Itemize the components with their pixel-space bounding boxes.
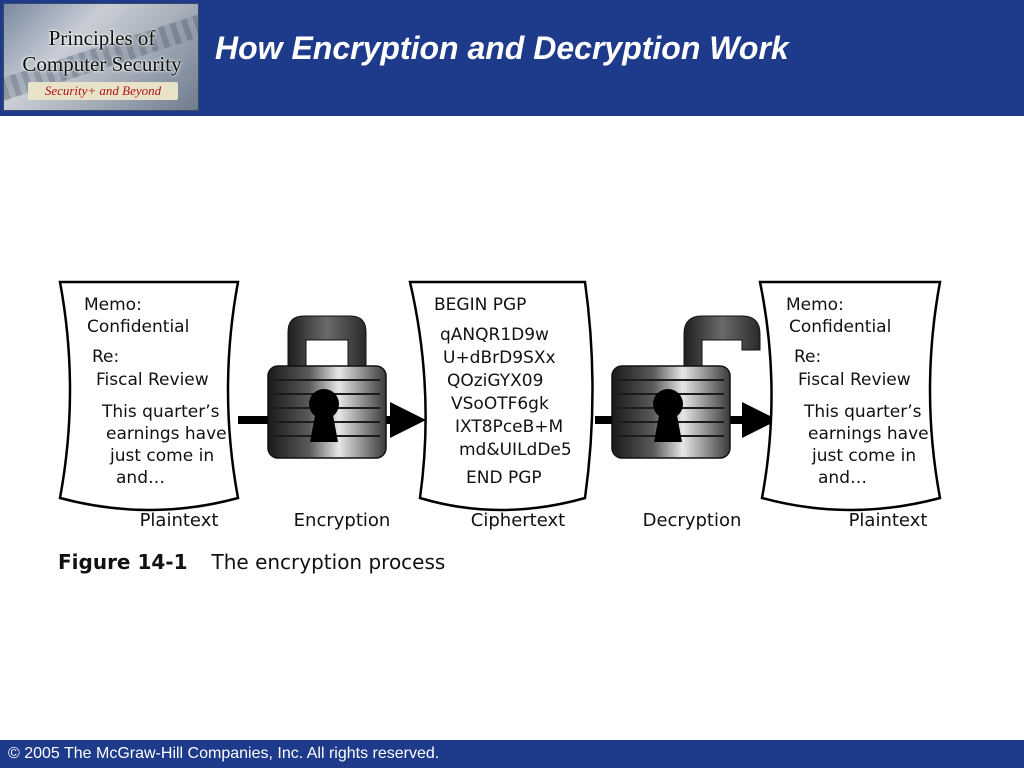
ciphertext-line: md&UILdDe5 (459, 440, 572, 460)
ciphertext-line: VSoOTF6gk (451, 394, 549, 414)
logo-line-3: Security+ and Beyond (28, 82, 178, 100)
diagram-graphics (58, 280, 942, 512)
label-decryption: Decryption (642, 510, 742, 531)
ciphertext-document-icon (408, 280, 594, 512)
closed-lock-icon (267, 315, 387, 459)
slide-title: How Encryption and Decryption Work (215, 30, 789, 66)
footer-bar: © 2005 The McGraw-Hill Companies, Inc. A… (0, 740, 1024, 768)
figure-caption: Figure 14-1 The encryption process (58, 550, 445, 574)
figure-number: Figure 14-1 (58, 550, 188, 574)
label-encryption: Encryption (293, 510, 391, 531)
plaintext-memo-line: Fiscal Review (96, 370, 209, 390)
plaintext-memo-line: Fiscal Review (798, 370, 911, 390)
plaintext-memo-line: and… (116, 468, 165, 488)
logo-line-1: Principles of (48, 26, 156, 50)
ciphertext-line: qANQR1D9w (440, 325, 549, 345)
plaintext-memo-line: earnings have (106, 424, 227, 444)
plaintext-document-icon (58, 280, 240, 512)
ciphertext-line: BEGIN PGP (434, 295, 527, 315)
plaintext-memo-line: Confidential (789, 317, 892, 337)
label-plaintext-left: Plaintext (139, 510, 219, 531)
ciphertext-line: QOziGYX09 (447, 371, 544, 391)
logo-line-2: Computer Security (22, 52, 182, 76)
plaintext-memo-line: Re: (92, 347, 120, 367)
plaintext-memo-line: Confidential (87, 317, 190, 337)
plaintext-memo-line: This quarter’s (102, 402, 220, 422)
figure-caption-text: The encryption process (211, 550, 446, 574)
arrow-right-icon (742, 402, 778, 438)
copyright-text: © 2005 The McGraw-Hill Companies, Inc. A… (8, 745, 440, 762)
ciphertext-line: IXT8PceB+M (455, 417, 564, 437)
plaintext-memo-line: Re: (794, 347, 822, 367)
book-logo: Principles of Computer Security Security… (3, 3, 199, 111)
plaintext-memo-line: earnings have (808, 424, 929, 444)
label-plaintext-right: Plaintext (848, 510, 928, 531)
plaintext-memo-line: just come in (812, 446, 917, 466)
encryption-diagram: Memo: Confidential Re: Fiscal Review Thi… (0, 270, 1024, 590)
arrow-right-icon (390, 402, 426, 438)
ciphertext-line: END PGP (466, 468, 542, 488)
plaintext-memo-line: Memo: (786, 295, 844, 315)
plaintext-document-icon (758, 280, 942, 512)
plaintext-memo-line: and… (818, 468, 867, 488)
title-banner: Principles of Computer Security Security… (0, 0, 1024, 116)
plaintext-memo-line: This quarter’s (804, 402, 922, 422)
ciphertext-line: U+dBrD9SXx (443, 348, 556, 368)
open-lock-icon (611, 315, 761, 459)
label-ciphertext: Ciphertext (470, 510, 566, 531)
plaintext-memo-line: Memo: (84, 295, 142, 315)
plaintext-memo-line: just come in (110, 446, 215, 466)
